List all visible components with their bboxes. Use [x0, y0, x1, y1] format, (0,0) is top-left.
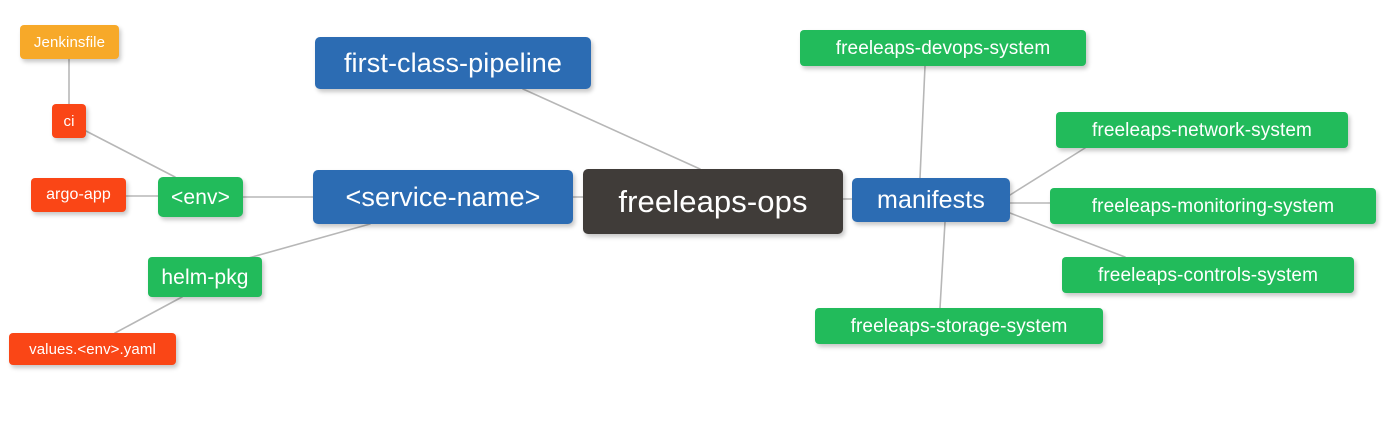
edge-manifests-to-freeleaps-storage-system: [939, 221, 946, 309]
node-env[interactable]: <env>: [158, 177, 243, 217]
node-values-env-yaml[interactable]: values.<env>.yaml: [9, 333, 176, 365]
edge-service-name-to-helm-pkg: [244, 223, 371, 260]
node-freeleaps-controls-system[interactable]: freeleaps-controls-system: [1062, 257, 1354, 293]
node-manifests[interactable]: manifests: [852, 178, 1010, 222]
node-freeleaps-ops[interactable]: freeleaps-ops: [583, 169, 843, 234]
edge-helm-pkg-to-values-env-yaml: [114, 296, 183, 334]
node-argo-app[interactable]: argo-app: [31, 178, 126, 212]
node-jenkinsfile[interactable]: Jenkinsfile: [20, 25, 119, 59]
edge-manifests-to-freeleaps-devops-system: [919, 65, 926, 179]
node-freeleaps-monitoring-system[interactable]: freeleaps-monitoring-system: [1050, 188, 1376, 224]
edge-ci-to-env: [85, 130, 176, 178]
node-service-name[interactable]: <service-name>: [313, 170, 573, 224]
node-freeleaps-storage-system[interactable]: freeleaps-storage-system: [815, 308, 1103, 344]
node-helm-pkg[interactable]: helm-pkg: [148, 257, 262, 297]
node-ci[interactable]: ci: [52, 104, 86, 138]
node-first-class-pipeline[interactable]: first-class-pipeline: [315, 37, 591, 89]
node-freeleaps-network-system[interactable]: freeleaps-network-system: [1056, 112, 1348, 148]
edge-first-class-pipeline-to-freeleaps-ops: [522, 88, 701, 170]
node-freeleaps-devops-system[interactable]: freeleaps-devops-system: [800, 30, 1086, 66]
